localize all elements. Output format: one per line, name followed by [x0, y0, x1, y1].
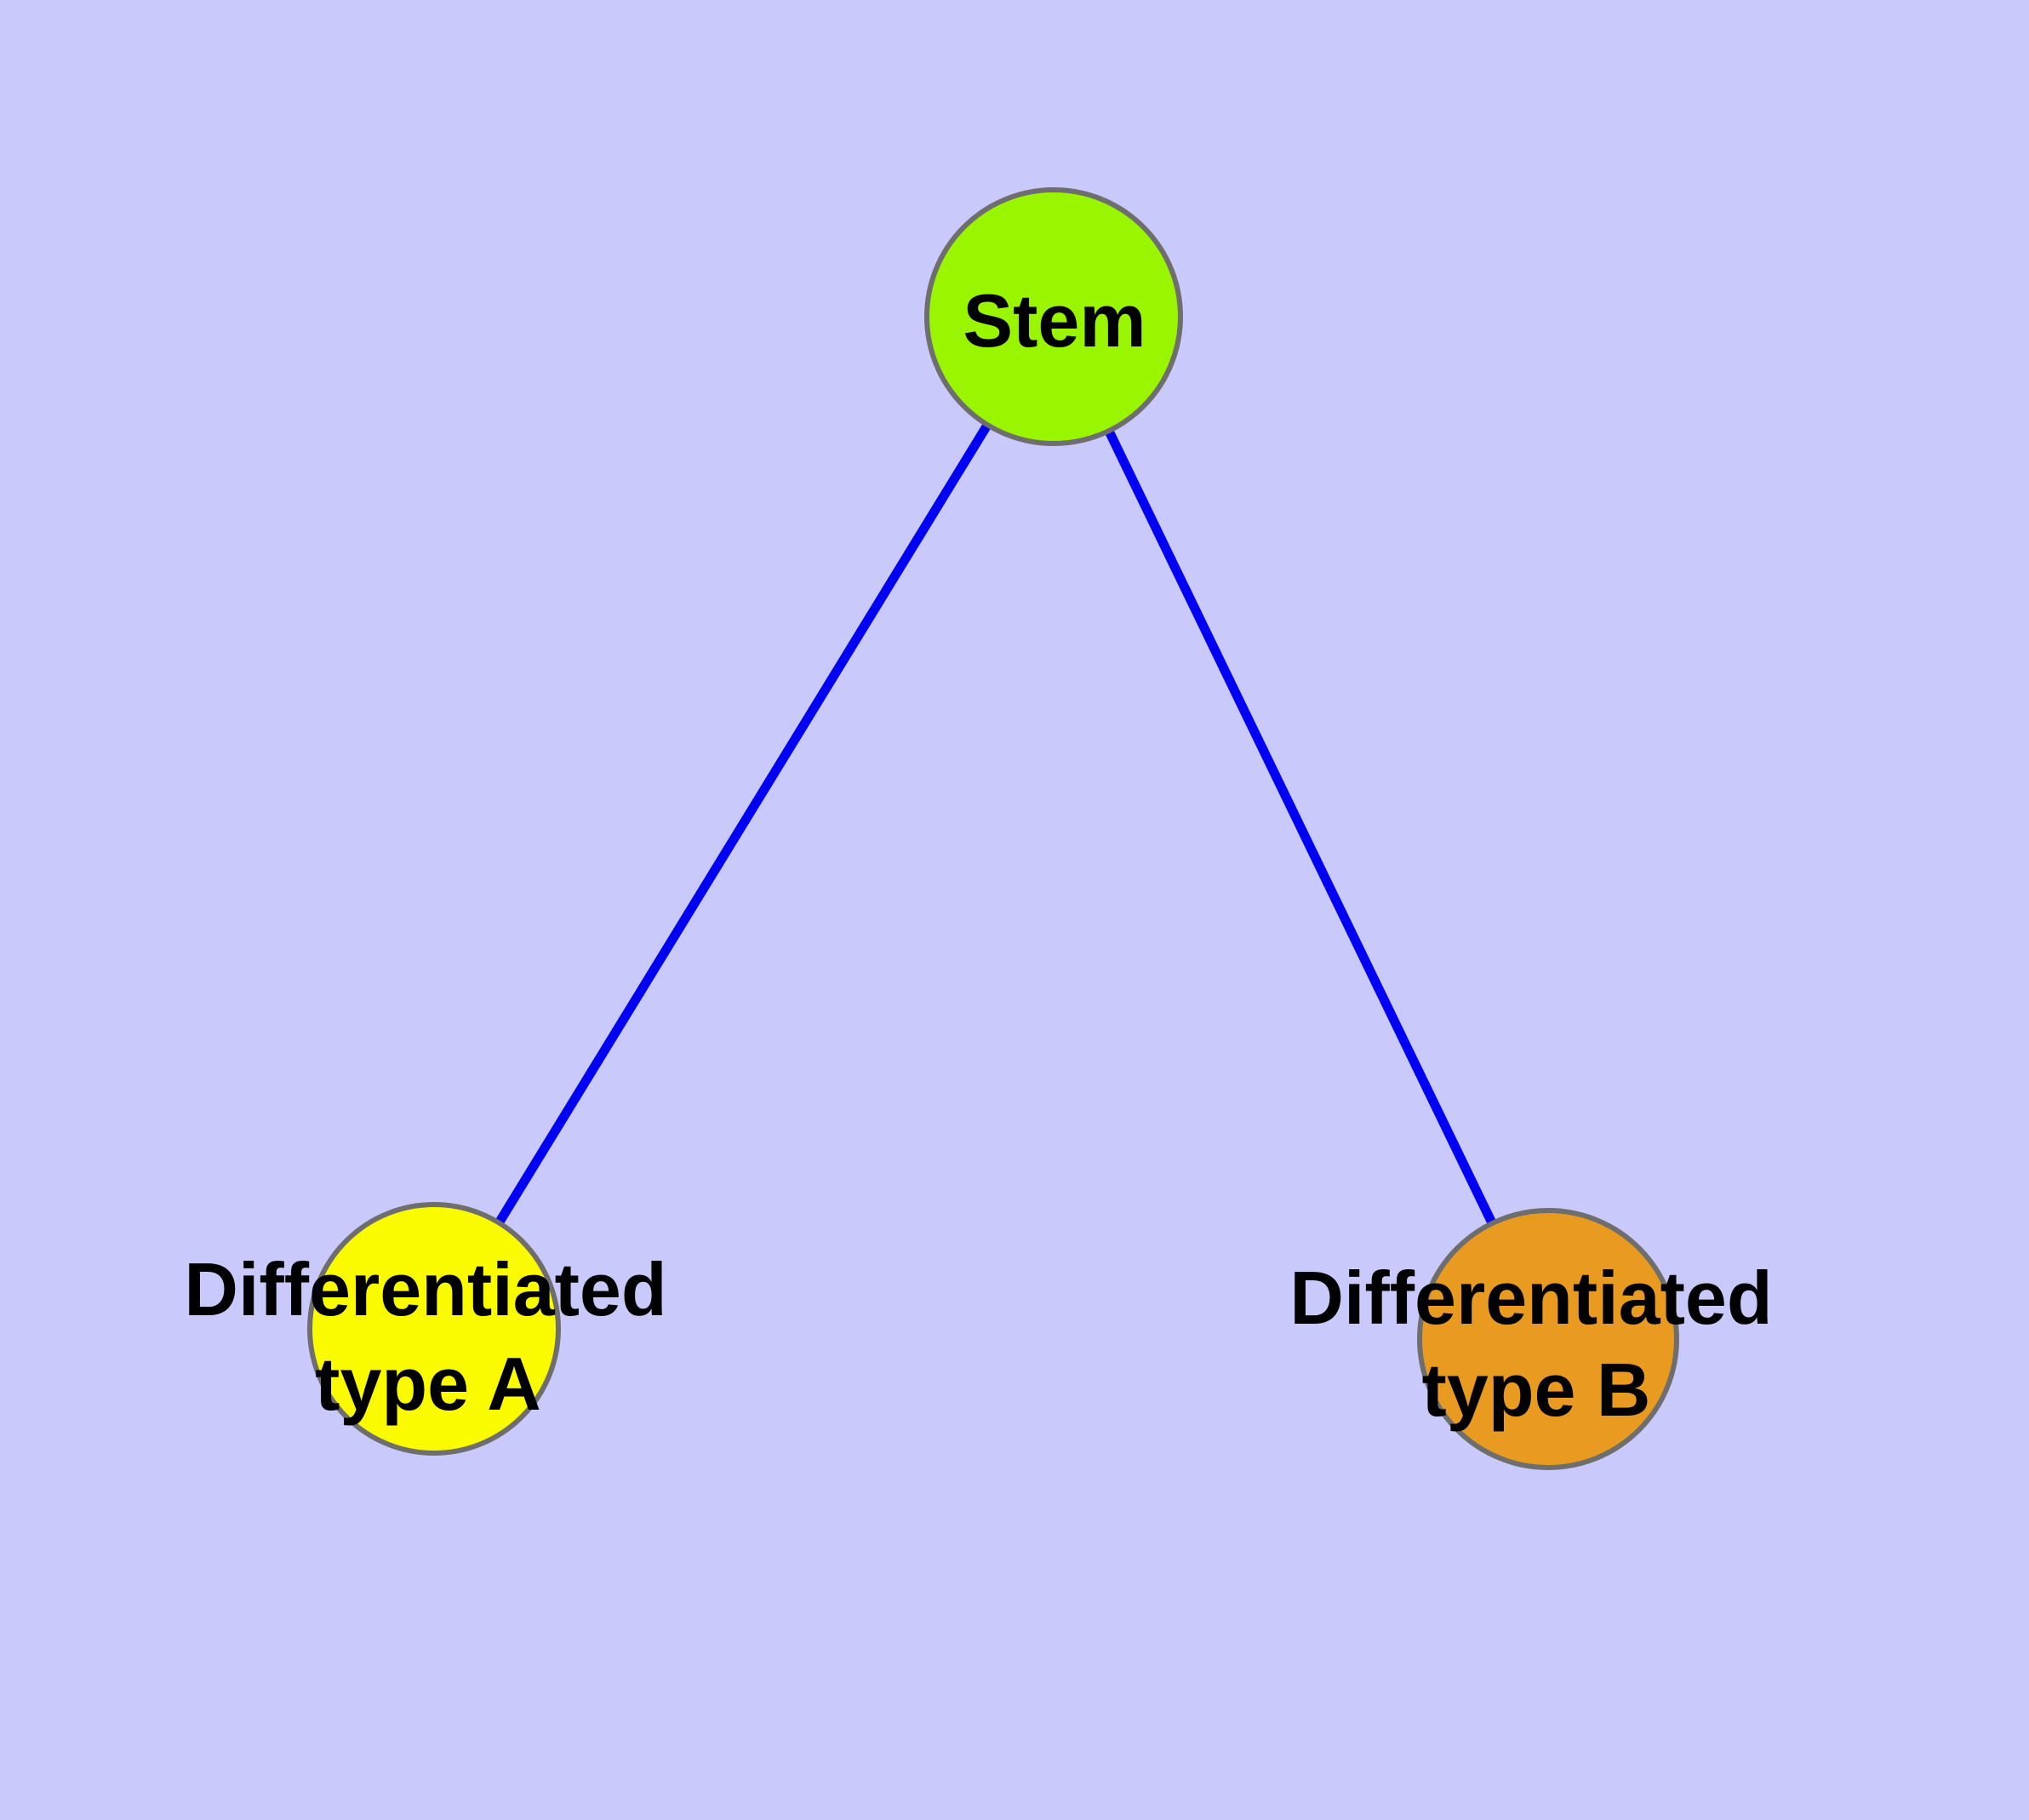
node-differentiated-type-b-label-line1: Differentiated	[1289, 1256, 1772, 1340]
node-differentiated-type-a-label-line1: Differentiated	[184, 1247, 666, 1331]
node-stem-label: Stem	[963, 278, 1146, 363]
edge-stem-to-type-a	[430, 314, 1058, 1331]
node-differentiated-type-a-label-line2: type A	[315, 1342, 541, 1426]
node-differentiated-type-a-circle[interactable]	[307, 1202, 561, 1456]
node-differentiated-type-b[interactable]: Differentiated type B	[1289, 1208, 1773, 1470]
node-differentiated-type-b-circle[interactable]	[1417, 1208, 1679, 1470]
edge-layer	[430, 314, 1552, 1342]
node-differentiated-type-b-label-line2: type B	[1422, 1348, 1651, 1432]
edge-stem-to-type-b	[1049, 314, 1552, 1342]
node-stem[interactable]: Stem	[924, 187, 1183, 446]
node-differentiated-type-a[interactable]: Differentiated type A	[184, 1202, 667, 1456]
node-stem-circle[interactable]	[924, 187, 1183, 446]
